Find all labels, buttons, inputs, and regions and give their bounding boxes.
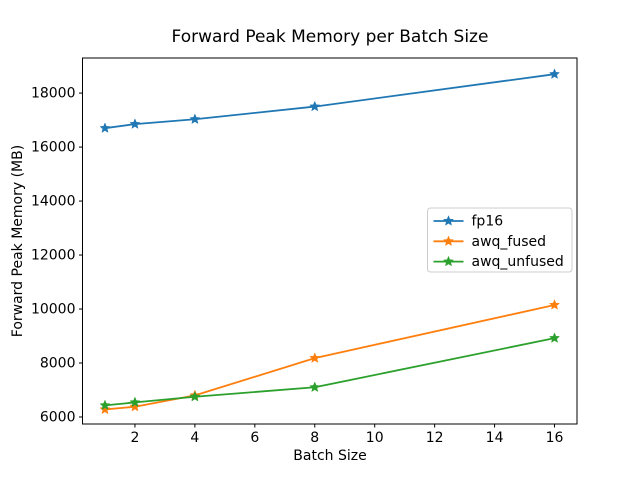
y-tick-label: 18000 <box>31 86 76 102</box>
chart-title: Forward Peak Memory per Batch Size <box>171 27 489 47</box>
x-tick-label: 10 <box>366 430 384 446</box>
x-tick-label: 14 <box>486 430 504 446</box>
x-axis-label: Batch Size <box>293 448 367 464</box>
star-marker <box>548 299 561 310</box>
legend: fp16 awq_fused awq_unfused <box>427 207 573 273</box>
x-tick-label: 16 <box>546 430 564 446</box>
star-marker <box>129 396 141 408</box>
series-awq_fused <box>99 299 561 415</box>
x-tick-label: 6 <box>250 430 259 446</box>
x-tick-label: 4 <box>190 430 199 446</box>
y-tick-label: 10000 <box>31 302 76 318</box>
axes-spines <box>82 57 578 425</box>
legend-box <box>427 207 573 273</box>
star-marker <box>99 403 111 415</box>
series-line <box>104 73 555 130</box>
series-line <box>104 304 555 411</box>
star-marker <box>129 118 141 129</box>
star-marker <box>309 352 321 363</box>
y-tick-label: 6000 <box>40 409 76 425</box>
star-marker <box>548 332 561 343</box>
star-marker <box>309 381 321 393</box>
legend-label-fp16: fp16 <box>472 214 504 230</box>
y-axis: 6000 8000 10000 12000 14000 16000 18000 <box>31 86 83 425</box>
x-tick-label: 2 <box>130 430 139 446</box>
y-tick-label: 16000 <box>31 140 76 156</box>
legend-star-marker <box>442 235 455 247</box>
legend-star-marker <box>442 215 455 226</box>
x-tick-label: 8 <box>310 430 319 446</box>
legend-label-awq_unfused: awq_unfused <box>472 254 564 270</box>
series-line <box>104 337 555 407</box>
star-marker <box>189 113 201 125</box>
star-marker <box>548 68 561 79</box>
series-awq_unfused <box>99 332 561 411</box>
x-axis: 2 4 6 8 10 12 14 16 <box>130 424 564 446</box>
series-fp16 <box>99 68 561 133</box>
star-marker <box>129 400 141 412</box>
legend-star-marker <box>442 255 455 267</box>
star-marker <box>99 399 111 411</box>
star-marker <box>189 390 201 402</box>
x-tick-label: 12 <box>426 430 444 446</box>
y-tick-label: 8000 <box>40 356 76 372</box>
star-marker <box>99 122 111 133</box>
legend-label-awq_fused: awq_fused <box>472 234 547 250</box>
star-marker <box>309 100 321 112</box>
y-tick-label: 12000 <box>31 248 76 264</box>
y-tick-label: 14000 <box>31 194 76 210</box>
